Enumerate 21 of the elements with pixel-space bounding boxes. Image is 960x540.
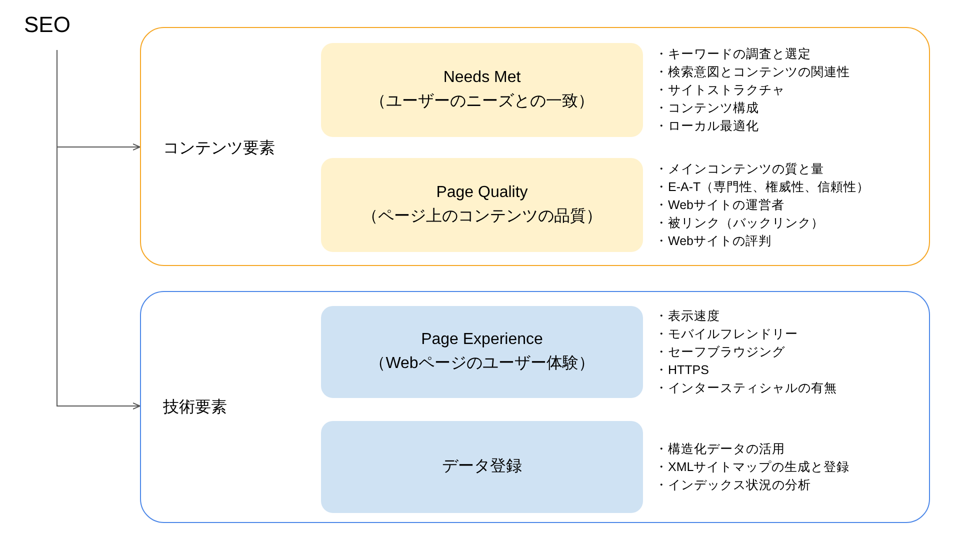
category-label: コンテンツ要素 [163, 138, 275, 159]
factor-subtitle: （ページ上のコンテンツの品質） [362, 206, 602, 227]
factor-list: ・構造化データの活用 ・XMLサイトマップの生成と登録 ・インデックス状況の分析 [655, 440, 850, 494]
factor-list: ・メインコンテンツの質と量 ・E-A-T（専門性、権威性、信頼性） ・Webサイトの運営者 ・被リンク（バックリンク） ・Webサイトの評判 [655, 160, 870, 250]
connector-arrow [56, 50, 140, 410]
factor-title: Page Experience [421, 330, 543, 350]
factor-list: ・キーワードの調査と選定 ・検索意図とコンテンツの関連性 ・サイトストラクチャ ・コンテンツ構成 ・ローカル最適化 [655, 45, 850, 135]
category-label: 技術要素 [163, 398, 227, 418]
factor-title: Page Quality [436, 183, 528, 203]
factor-subtitle: （ユーザーのニーズとの一致） [370, 92, 594, 112]
factor-box [321, 306, 643, 398]
category-panel [140, 291, 930, 523]
factor-subtitle: （Webページのユーザー体験） [370, 354, 594, 374]
category-panel [140, 27, 930, 266]
factor-title: Needs Met [443, 68, 521, 88]
factor-title: データ登録 [442, 457, 522, 477]
root-label: SEO [24, 12, 70, 38]
factor-list: ・表示速度 ・モバイルフレンドリー ・セーフブラウジング ・HTTPS ・インタースティシャルの有無 [655, 307, 837, 397]
factor-box [321, 421, 643, 513]
factor-box [321, 158, 643, 252]
factor-box [321, 43, 643, 137]
